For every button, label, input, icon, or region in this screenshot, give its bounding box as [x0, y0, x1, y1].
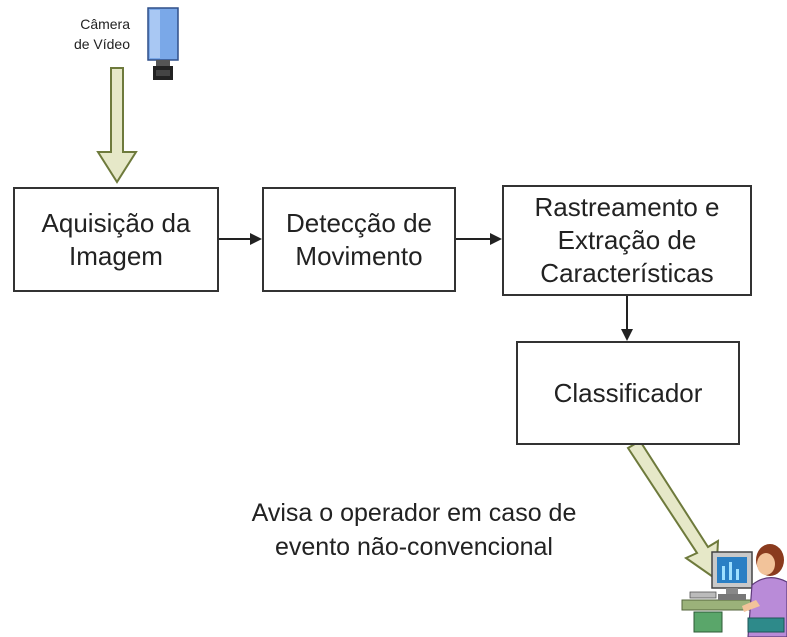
arrow-motion-to-tracking: [456, 233, 502, 245]
camera-label: Câmera de Vídeo: [73, 16, 130, 52]
operator-at-computer-icon: [681, 544, 787, 637]
video-camera-icon: [147, 7, 179, 80]
tracking-label: Rastreamento e Extração de Característic…: [534, 192, 720, 288]
arrow-acquisition-to-motion: [219, 233, 262, 245]
acquisition-box: Aquisição da Imagem: [13, 187, 219, 292]
camera-input-arrow: [96, 67, 138, 184]
tracking-box: Rastreamento e Extração de Característic…: [502, 185, 752, 296]
motion-detection-box: Detecção de Movimento: [262, 187, 456, 292]
classifier-label: Classificador: [553, 377, 703, 408]
acquisition-label: Aquisição da Imagem: [41, 207, 191, 271]
alert-output-arrow: [626, 439, 720, 581]
arrow-tracking-to-classifier: [621, 296, 633, 341]
operator-alert-note: Avisa o operador em caso de evento não-c…: [251, 499, 577, 561]
motion-detection-label: Detecção de Movimento: [286, 207, 432, 271]
classifier-box: Classificador: [516, 341, 740, 445]
